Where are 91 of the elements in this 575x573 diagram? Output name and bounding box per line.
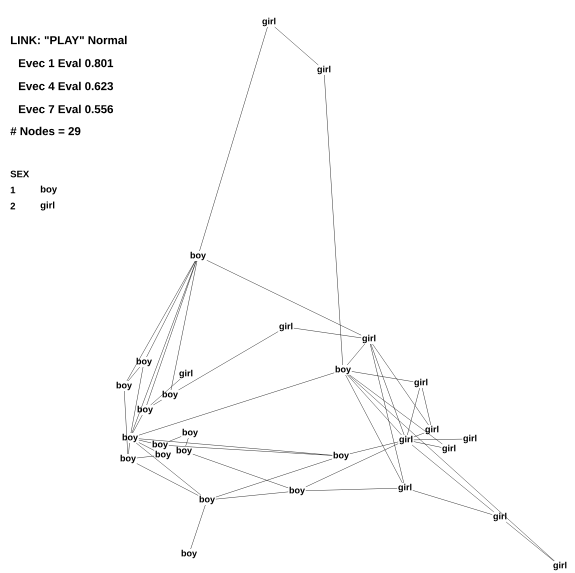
connector-line [170,260,198,390]
node-label: boy [122,434,138,442]
node-label: girl [493,512,506,522]
node-label: girl [425,426,438,434]
node-label: boy [200,496,215,504]
text-label: # Nodes = 29 [10,126,80,136]
node-label: boy [176,446,192,456]
connector-line [347,344,365,366]
connector-line [306,443,398,488]
node-label: boy [182,550,197,558]
connector-line [136,442,201,496]
node-label: boy [152,440,168,450]
node-label: girl [463,434,476,444]
connector-line [190,504,206,550]
node-label: boy [336,366,351,374]
heading: LINK: "PLAY" Normal [10,36,127,44]
node-label: girl [362,334,376,344]
connector-line [306,488,398,491]
text-label: SEX [10,170,30,178]
node-label: girl [317,66,330,74]
connector-line [199,26,268,252]
connector-line [206,260,362,336]
connector-line [138,372,334,436]
node-label: boy [162,390,178,400]
connector-line [412,444,494,512]
node-label: boy [138,406,153,414]
connector-line [128,442,130,454]
connector-line [347,374,402,436]
connector-line [138,438,332,456]
node-label: boy [190,252,206,260]
connector-line [414,432,424,438]
connector-line [146,260,196,358]
node-label: boy [334,452,349,460]
node-label: boy [120,454,136,464]
connector-line [126,260,196,382]
node-label: girl [442,444,456,454]
text-label: 1 [10,186,16,194]
connector-line [422,388,432,426]
connector-line [345,374,403,484]
connector-line [370,344,404,484]
text-label: 2 [10,202,16,210]
connector-line [412,490,492,515]
node-label: boy [136,358,152,366]
connector-line [294,328,362,338]
connector-line [348,374,555,562]
connector-line [506,522,554,562]
node-label: girl [553,562,566,570]
text-label: Evec 4 Eval 0.623 [18,82,114,90]
connector-line [414,438,462,440]
connector-line [216,492,288,500]
connector-line [146,260,196,406]
connector-line [185,438,189,446]
connector-line [352,371,414,382]
node-label: girl [399,436,412,444]
connector-line [370,344,404,436]
connector-line [274,26,318,66]
connector-line [414,441,442,448]
node-label: girl [279,322,292,332]
connector-line [130,366,144,434]
connector-line [150,378,180,406]
node-label: boy [156,450,171,460]
connector-line [168,436,182,442]
node-label: boy [116,382,132,390]
connector-line [138,442,154,451]
node-label: boy [290,486,305,496]
connector-line [350,442,398,454]
node-label: girl [262,18,276,26]
text-label: girl [40,202,54,210]
connector-line [407,388,420,436]
connector-line [136,463,198,496]
connector-line [324,74,343,366]
connector-line [178,331,278,390]
connector-line [350,374,442,444]
connector-line [138,440,152,444]
connector-line [153,400,162,406]
connector-line [136,456,154,458]
text-label: Evec 1 Eval 0.801 [18,58,114,68]
text-label: boy [40,186,58,194]
connector-line [128,366,140,382]
connector-line [372,344,429,426]
node-label: girl [398,484,412,492]
connector-line [124,390,128,454]
node-label: boy [182,428,198,438]
connector-line [168,445,332,456]
text-label: Evec 7 Eval 0.556 [18,104,114,114]
node-label: girl [414,378,428,388]
connector-line [192,454,288,488]
connector-line [132,414,143,434]
node-label: girl [179,370,192,378]
connector-line [216,458,332,498]
connector-line [132,260,196,434]
